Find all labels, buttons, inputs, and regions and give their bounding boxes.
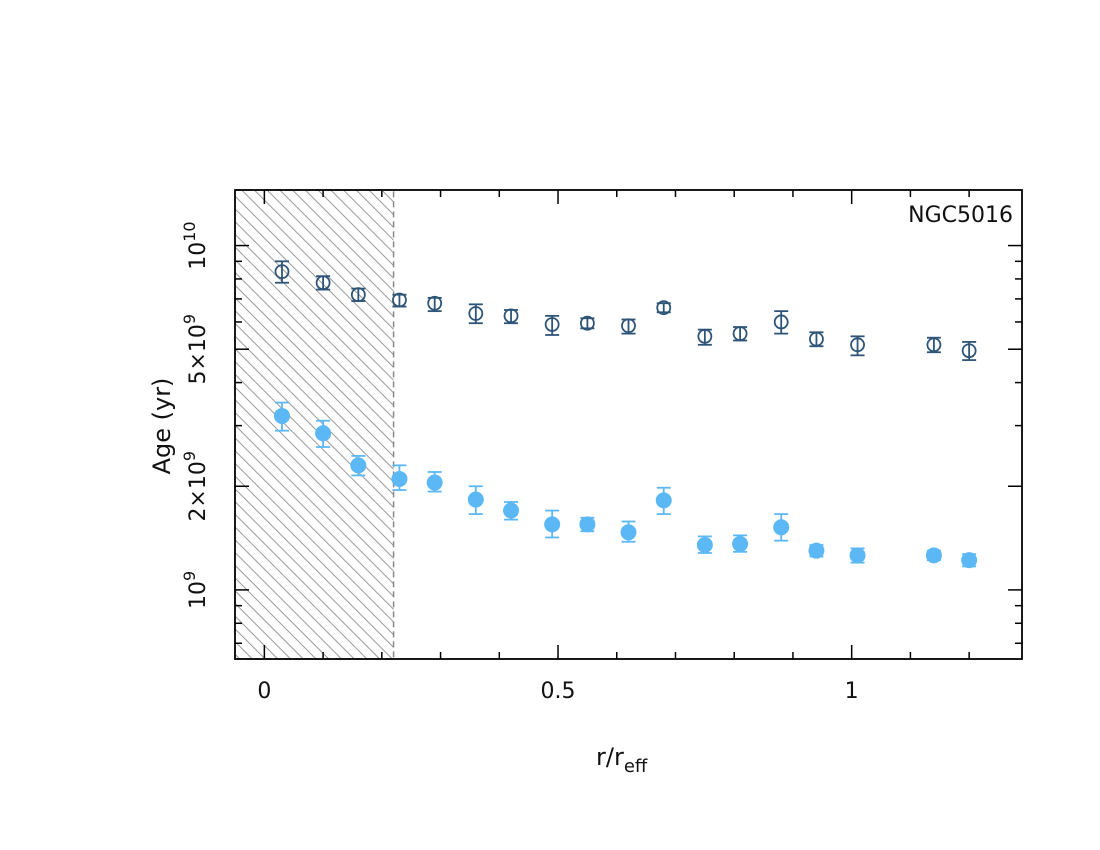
data-point — [926, 337, 942, 353]
data-point — [732, 326, 748, 342]
y-tick-label: 109 — [180, 571, 211, 609]
x-tick-label: 1 — [845, 679, 859, 704]
data-point — [732, 535, 749, 552]
data-point — [544, 516, 561, 533]
data-point — [925, 547, 942, 564]
data-point — [350, 457, 367, 474]
series-2 — [273, 401, 978, 569]
data-point — [773, 314, 789, 330]
data-point — [697, 328, 713, 344]
tick-labels: 0 0.5 1 109 2×109 5×109 1010 — [180, 221, 859, 704]
data-point — [427, 295, 443, 311]
data-point — [503, 308, 519, 324]
panel-label: NGC5016 — [908, 203, 1013, 228]
x-axis-title-sub: eff — [624, 756, 648, 777]
data-point — [620, 524, 637, 541]
data-point — [468, 306, 484, 321]
x-axis-title-main: r/r — [596, 743, 624, 771]
y-tick-label: 5×109 — [180, 314, 211, 385]
data-point — [579, 516, 596, 533]
data-point — [350, 287, 366, 303]
y-tick-label: 2×109 — [180, 451, 211, 522]
x-tick-label: 0 — [257, 679, 271, 704]
data-point — [621, 318, 636, 334]
data-point — [808, 542, 825, 559]
data-point — [655, 492, 672, 509]
data-point — [392, 292, 407, 308]
hatch-fill — [235, 190, 394, 659]
data-point — [315, 425, 332, 442]
svg-text:r/reff: r/reff — [596, 743, 648, 777]
data-point — [274, 264, 290, 280]
plot-frame — [234, 189, 1023, 660]
data-point — [850, 337, 865, 353]
data-point — [656, 300, 672, 316]
data-point — [579, 315, 595, 331]
data-point — [315, 275, 331, 291]
y-tick-label: 1010 — [180, 221, 211, 269]
data-point — [849, 547, 866, 564]
data-point — [809, 331, 824, 347]
data-point — [273, 407, 290, 424]
data-point — [773, 519, 790, 536]
data-point — [961, 552, 978, 569]
axis-ticks — [235, 190, 1022, 659]
data-point — [961, 343, 977, 359]
data-point — [426, 474, 443, 491]
hatched-excluded-region — [235, 189, 395, 660]
data-point — [696, 537, 713, 554]
data-point — [544, 317, 560, 332]
x-axis-title: r/reff — [596, 743, 648, 777]
data-point — [503, 502, 520, 519]
series-1 — [274, 260, 977, 361]
x-tick-label: 0.5 — [541, 679, 576, 704]
hatch-border — [235, 189, 395, 660]
y-axis-title: Age (yr) — [148, 378, 176, 475]
data-point — [467, 491, 484, 508]
data-points — [273, 260, 978, 569]
data-point — [391, 470, 408, 487]
